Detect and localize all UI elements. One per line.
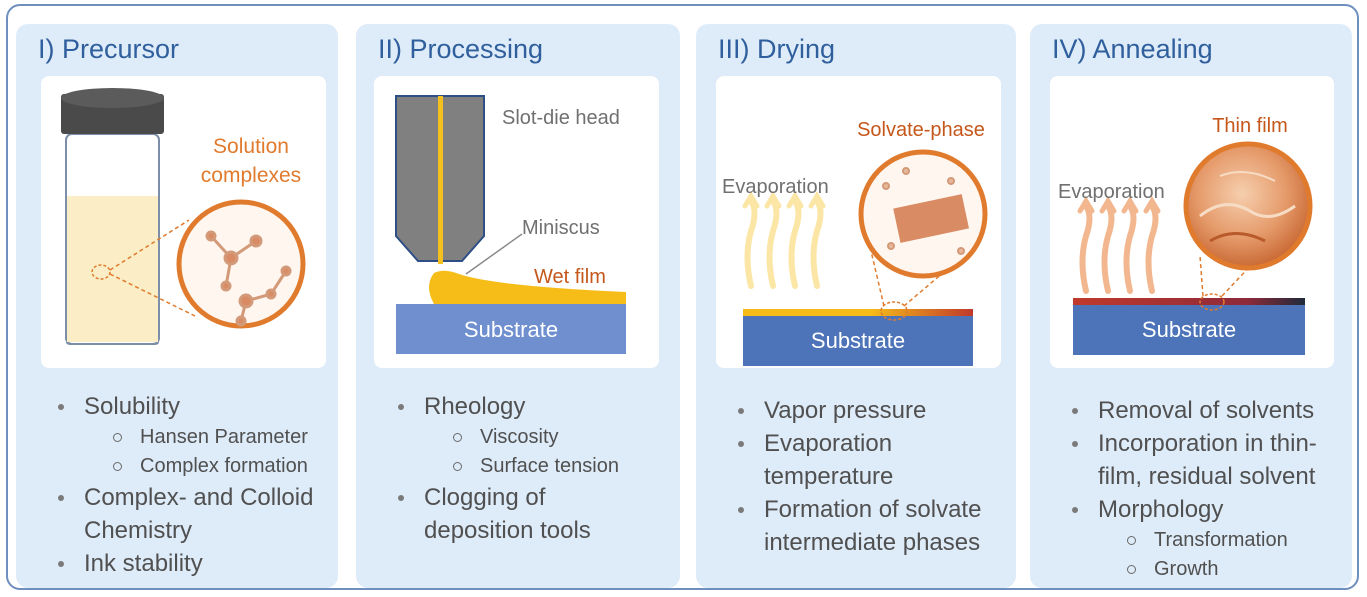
magnified-solvate-circle (858, 149, 988, 279)
substrate-label: Substrate (811, 328, 905, 353)
evaporation-label: Evaporation (1058, 181, 1165, 203)
sub-bullet-item: Transformation (1030, 526, 1352, 555)
annealing-illustration: Evaporation Thin film Substrate (1050, 76, 1334, 368)
evaporation-label: Evaporation (722, 176, 829, 198)
substrate-block (396, 304, 626, 354)
sub-bullet-item: Hansen Parameter (16, 423, 338, 452)
evaporation-arrows-icon (742, 191, 826, 289)
bullet-item: Complex- and Colloid Chemistry (16, 481, 314, 547)
panel-title: IV) Annealing (1052, 34, 1213, 64)
panel-title: III) Drying (718, 34, 836, 64)
bullet-item: Removal of solvents (1030, 394, 1352, 427)
drying-illustration: Evaporation Solvate-phase Substrate (716, 76, 1001, 368)
sub-bullet-item: Growth (1030, 555, 1352, 584)
bullet-item: Solubility (16, 390, 338, 423)
figure-frame: I) Precursor (6, 4, 1359, 590)
processing-bullet-list: Rheology Viscosity Surface tension Clogg… (356, 390, 680, 547)
magnified-thin-film-circle (1183, 141, 1313, 271)
panel-processing: II) Processing Slot-die head Miniscus We… (356, 24, 680, 588)
thin-film-layer (1073, 298, 1305, 305)
bullet-item: Incorporation in thin-film, residual sol… (1030, 427, 1348, 493)
substrate-block (1073, 305, 1305, 355)
evaporation-arrows-icon (1077, 196, 1161, 294)
panel-annealing: IV) Annealing (1030, 24, 1352, 588)
bullet-item: Vapor pressure (696, 394, 1016, 427)
magnified-solution-circle (176, 199, 306, 329)
bullet-item: Evaporation temperature (696, 427, 924, 493)
bullet-item: Clogging of deposition tools (356, 481, 604, 547)
panel-title: I) Precursor (38, 34, 180, 64)
bullet-item: Rheology (356, 390, 680, 423)
slot-die-head-icon (395, 95, 485, 264)
thin-film-label: Thin film (1212, 115, 1288, 137)
sub-bullet-item: Complex formation (16, 452, 338, 481)
panel-drying: III) Drying (696, 24, 1016, 588)
drying-bullet-list: Vapor pressure Evaporation temperature F… (696, 394, 1016, 559)
drying-film-layer (743, 309, 973, 316)
substrate-label: Substrate (464, 317, 558, 342)
panel-title: II) Processing (378, 34, 544, 64)
sub-bullet-item: Viscosity (356, 423, 680, 452)
wet-film-shape (429, 270, 626, 304)
panel-precursor: I) Precursor (16, 24, 338, 588)
precursor-bullet-list: Solubility Hansen Parameter Complex form… (16, 390, 338, 580)
solvate-phase-label: Solvate-phase (857, 119, 985, 141)
bullet-item: Formation of solvate intermediate phases (696, 493, 1004, 559)
bullet-item: Morphology (1030, 493, 1352, 526)
sub-bullet-item: Surface tension (356, 452, 680, 481)
annealing-bullet-list: Removal of solvents Incorporation in thi… (1030, 394, 1352, 584)
meniscus-label: Miniscus (522, 217, 600, 239)
bullet-item: Ink stability (16, 547, 338, 580)
vial-icon (61, 88, 164, 345)
processing-illustration: Slot-die head Miniscus Wet film Substrat… (374, 76, 659, 368)
callout-label-line2: complexes (201, 164, 301, 187)
slot-die-head-label: Slot-die head (502, 107, 620, 129)
callout-label-line1: Solution (213, 135, 289, 158)
substrate-label: Substrate (1142, 317, 1236, 342)
precursor-illustration: Solution complexes (41, 76, 326, 368)
wet-film-label: Wet film (534, 266, 606, 288)
substrate-block (743, 316, 973, 366)
